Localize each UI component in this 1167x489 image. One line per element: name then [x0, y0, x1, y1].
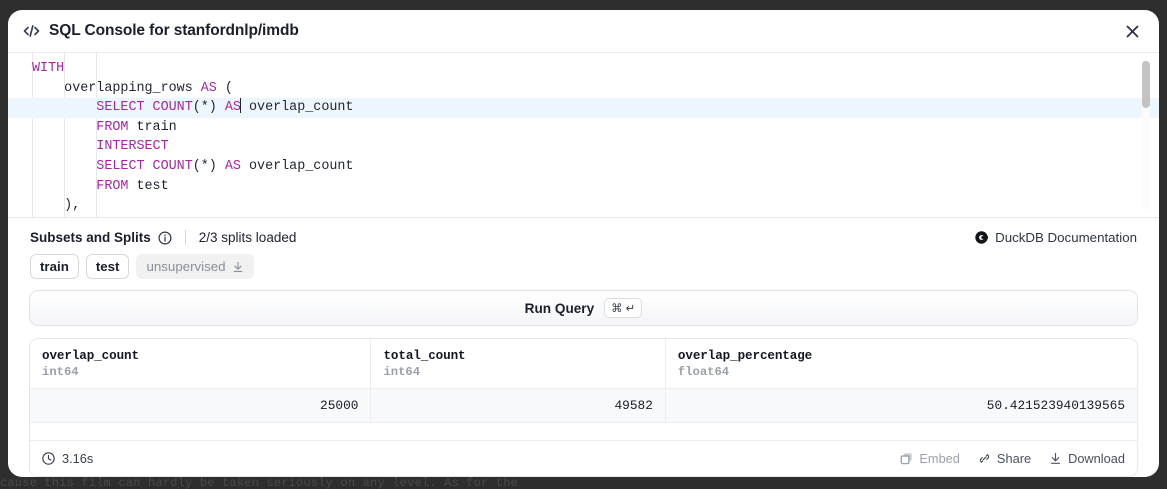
split-chips-row: train test unsupervised [8, 245, 1159, 279]
results-column-type: int64 [42, 365, 79, 379]
copy-icon [900, 452, 913, 465]
footer-action-embed[interactable]: Embed [900, 451, 960, 466]
results-footer-actions: Embed Share Download [900, 451, 1125, 466]
results-footer: 3.16s Embed Share Download [30, 440, 1137, 476]
editor-scrollbar-track[interactable] [1142, 59, 1150, 209]
sql-line-1: WITH [32, 61, 65, 76]
subsets-and-splits-bar: Subsets and Splits 2/3 splits loaded Duc… [8, 218, 1159, 245]
footer-action-label: Embed [919, 451, 960, 466]
sql-line-8: ), [64, 198, 81, 214]
code-brackets-icon [22, 22, 40, 40]
footer-action-label: Share [996, 451, 1032, 466]
split-chip-label: test [95, 259, 120, 274]
editor-scrollbar-thumb[interactable] [1142, 61, 1150, 108]
results-cell-total_count: 49582 [370, 388, 666, 423]
results-column-name: overlap_count [42, 349, 139, 363]
split-chip-label: train [40, 259, 69, 274]
results-column-header-total_count[interactable]: total_count int64 [370, 339, 666, 389]
run-query-shortcut-badge: ⌘ ↵ [604, 298, 643, 318]
footer-action-download[interactable]: Download [1049, 451, 1125, 466]
close-icon[interactable] [1119, 18, 1145, 44]
results-column-header-overlap_count[interactable]: overlap_count int64 [30, 339, 372, 389]
split-chip-unsupervised[interactable]: unsupervised [136, 254, 254, 279]
download-icon [1049, 452, 1062, 465]
sql-console-modal: SQL Console for stanfordnlp/imdb WITH ov… [8, 10, 1159, 477]
run-query-label: Run Query [524, 300, 595, 316]
results-empty-space [30, 423, 1137, 440]
divider [184, 230, 186, 245]
split-chip-train[interactable]: train [30, 254, 79, 279]
link-icon [978, 452, 991, 465]
shortcut-cmd-key: ⌘ [611, 303, 623, 315]
shortcut-enter-key: ↵ [625, 303, 636, 315]
sql-line-3: SELECT COUNT(*) AS overlap_count [8, 98, 1159, 118]
results-column-type: int64 [383, 365, 421, 379]
footer-action-label: Download [1068, 451, 1125, 466]
results-column-type: float64 [677, 365, 730, 379]
results-cell-overlap_percentage: 50.421523940139565 [665, 388, 1137, 423]
modal-header: SQL Console for stanfordnlp/imdb [8, 10, 1159, 52]
sql-line-2: overlapping_rows AS ( [64, 80, 233, 96]
query-duration: 3.16s [42, 451, 93, 466]
query-duration-label: 3.16s [62, 451, 94, 466]
sql-line-7: FROM test [96, 178, 169, 194]
subsets-title: Subsets and Splits [30, 230, 151, 245]
text-cursor [240, 98, 242, 114]
sql-line-5: INTERSECT [96, 139, 169, 155]
page-title: SQL Console for stanfordnlp/imdb [49, 22, 299, 39]
duckdb-logo-icon [975, 231, 988, 244]
results-column-name: overlap_percentage [677, 349, 813, 363]
sql-line-4: FROM train [96, 119, 177, 135]
split-chip-label: unsupervised [146, 259, 226, 274]
duckdb-documentation-label: DuckDB Documentation [995, 230, 1137, 245]
info-circle-icon[interactable] [158, 230, 172, 245]
duckdb-documentation-link[interactable]: DuckDB Documentation [975, 230, 1137, 245]
clock-icon [42, 452, 55, 465]
splits-loaded-status: 2/3 splits loaded [198, 230, 297, 245]
run-query-container: Run Query ⌘ ↵ [8, 279, 1159, 326]
results-column-name: total_count [383, 349, 466, 363]
sql-code-content[interactable]: WITH overlapping_rows AS ( SELECT COUNT(… [8, 53, 1159, 216]
background-page-text: cause this film can hardly be taken seri… [0, 476, 519, 489]
results-cell-overlap_count: 25000 [30, 388, 372, 423]
run-query-button[interactable]: Run Query ⌘ ↵ [29, 290, 1138, 326]
sql-editor[interactable]: WITH overlapping_rows AS ( SELECT COUNT(… [8, 52, 1159, 218]
download-icon[interactable] [232, 261, 244, 273]
footer-action-share[interactable]: Share [978, 451, 1031, 466]
results-column-header-overlap_percentage[interactable]: overlap_percentage float64 [665, 339, 1137, 389]
sql-line-6: SELECT COUNT(*) AS overlap_count [96, 158, 354, 174]
split-chip-test[interactable]: test [85, 254, 130, 279]
